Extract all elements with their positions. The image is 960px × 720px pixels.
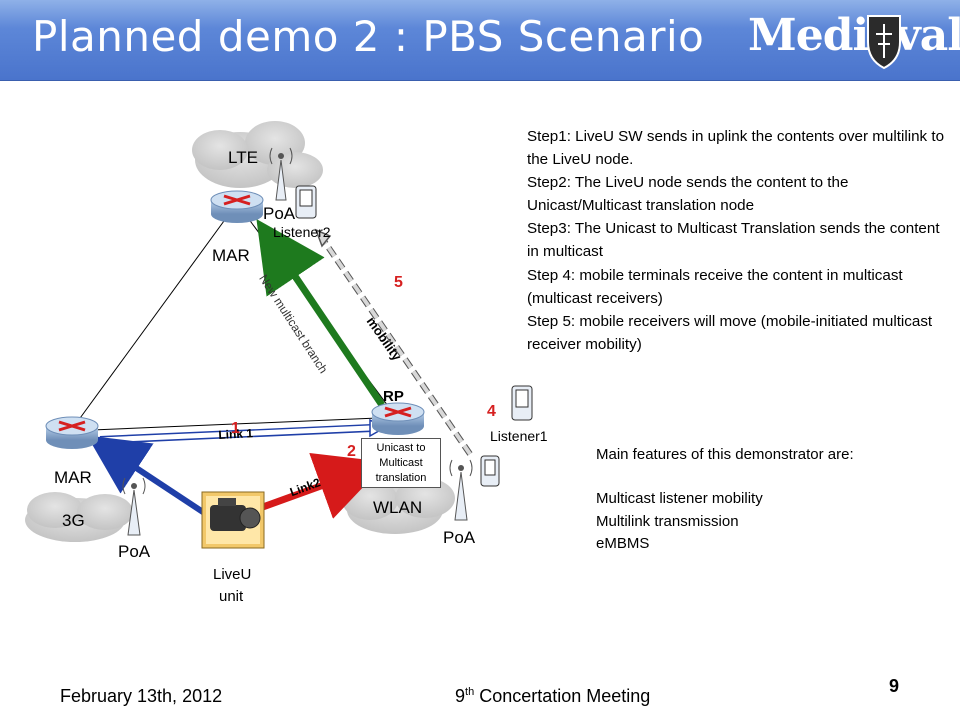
poa-top-label: PoA [263, 204, 296, 223]
listener2-phone-icon [295, 185, 317, 219]
shield-icon [867, 15, 901, 70]
meeting-number: 9 [455, 686, 466, 706]
poa-right-label: PoA [443, 528, 476, 547]
mar-left-label: MAR [54, 468, 92, 487]
liveu-to-mar-arrow [86, 435, 217, 523]
step-marker-1: 1 [231, 420, 240, 437]
poa-left-antenna-icon [122, 477, 146, 536]
liveu-camera-icon [201, 491, 265, 549]
features-heading: Main features of this demonstrator are: [596, 446, 854, 463]
step-3-text: Step3: The Unicast to Multicast Translat… [527, 220, 940, 261]
link-mar-top-mar-left [74, 209, 233, 426]
footer-date: February 13th, 2012 [60, 686, 223, 706]
translation-node-box: Unicast to Multicast translation [361, 438, 441, 488]
poa-top-antenna-icon [269, 147, 293, 201]
steps-list: Step1: LiveU SW sends in uplink the cont… [527, 125, 952, 356]
poa-left-label: PoA [118, 542, 151, 561]
liveu-label-line2: unit [219, 588, 244, 605]
title-bar: Planned demo 2 : PBS Scenario Medieval [0, 0, 960, 81]
medieval-logo: Medieval [748, 10, 960, 61]
meeting-name: Concertation Meeting [474, 686, 651, 706]
step-5-text: Step 5: mobile receivers will move (mobi… [527, 312, 933, 353]
step-marker-4: 4 [487, 403, 496, 420]
step-2-text: Step2: The LiveU node sends the content … [527, 174, 849, 215]
translation-line-1: Unicast to [376, 442, 426, 454]
wlan-label: WLAN [373, 498, 423, 517]
translation-line-2: Multicast [379, 457, 423, 469]
step-marker-5: 5 [394, 274, 403, 291]
lte-label: LTE [228, 148, 258, 167]
mar-left-router [45, 416, 99, 449]
rp-label: RP [383, 388, 404, 405]
mobility-arrow [314, 228, 473, 456]
mar-top-router [210, 190, 264, 223]
feature-item: eMBMS [596, 535, 650, 553]
step-4-text: Step 4: mobile terminals receive the con… [527, 266, 903, 307]
wlan-phone-icon [480, 455, 500, 487]
slide-title: Planned demo 2 : PBS Scenario [32, 12, 705, 61]
footer-meeting: 9th Concertation Meeting [455, 686, 650, 707]
logo-lettering: Medieval [748, 10, 960, 61]
feature-item: Multicast listener mobility [596, 490, 763, 508]
listener2-label: Listener2 [273, 224, 331, 240]
poa-right-antenna-icon [449, 459, 473, 521]
meeting-suffix: th [465, 686, 475, 698]
listener1-label: Listener1 [490, 428, 548, 444]
translation-line-3: translation [375, 472, 427, 484]
link2-arrow [258, 452, 387, 519]
multicast-branch-arrow [256, 218, 385, 407]
step-1-text: Step1: LiveU SW sends in uplink the cont… [527, 128, 945, 169]
liveu-label-line1: LiveU [213, 566, 252, 583]
listener1-phone-icon [511, 385, 533, 421]
3g-cloud [25, 492, 133, 542]
feature-item: Multilink transmission [596, 512, 739, 530]
step-marker-2: 2 [347, 443, 356, 460]
link-mar-left-rp [91, 417, 379, 431]
features-block: Main features of this demonstrator are: … [596, 444, 936, 556]
page-number: 9 [889, 676, 900, 696]
mar-top-label: MAR [212, 246, 250, 265]
3g-label: 3G [62, 511, 85, 530]
rp-router [371, 402, 425, 435]
